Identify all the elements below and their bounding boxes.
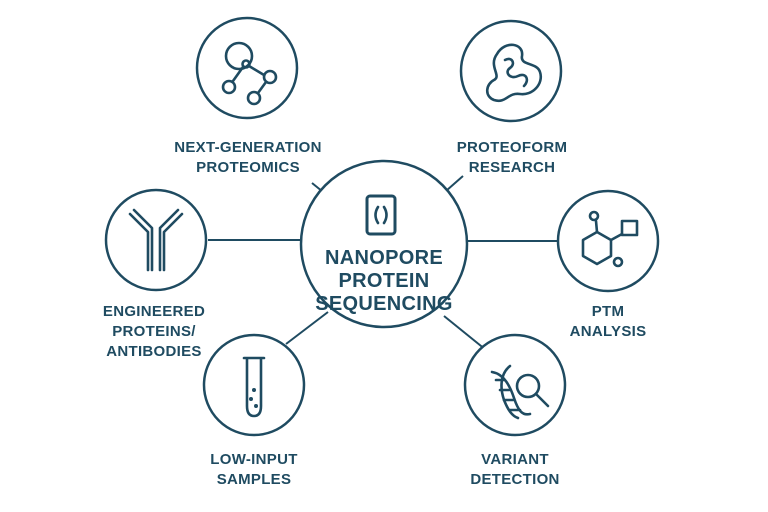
connector-low-input [285,311,329,345]
label-engineered-line-3: ANTIBODIES [106,343,202,360]
nanopore-chip-icon [365,194,397,236]
test-tube-icon [242,356,266,418]
node-ptm-analysis: PTM ANALYSIS [556,189,660,340]
protein-fold-icon [485,43,543,103]
node-low-input-samples: LOW-INPUT SAMPLES [202,333,306,488]
node-proteoform-research: PROTEOFORM RESEARCH [457,19,568,176]
connectors [208,175,560,351]
antibody-icon [128,208,184,272]
connector-variant [443,315,487,351]
label-variant-line-2: DETECTION [470,471,559,488]
center-title-line-1: NANOPORE [325,247,443,269]
node-next-gen-proteomics: NEXT-GENERATION PROTEOMICS [174,16,322,176]
label-next-gen-line-2: PROTEOMICS [196,159,300,176]
label-next-gen-line-1: NEXT-GENERATION [174,139,322,156]
node-engineered-proteins: ENGINEERED PROTEINS/ ANTIBODIES [103,188,208,360]
dna-magnifier-icon [490,364,550,420]
center-title-line-2: PROTEIN [339,270,430,292]
label-ptm-line-1: PTM [592,303,625,320]
label-engineered-line-2: PROTEINS/ [112,323,196,340]
label-ptm-line-2: ANALYSIS [570,323,647,340]
center-title-line-3: SEQUENCING [315,293,452,315]
label-variant-line-1: VARIANT [481,451,549,468]
center-hub: NANOPORE PROTEIN SEQUENCING [299,159,469,329]
label-low-input-line-1: LOW-INPUT [210,451,297,468]
node-variant-detection: VARIANT DETECTION [463,333,567,488]
label-engineered-line-1: ENGINEERED [103,303,205,320]
chemical-structure-icon [581,210,639,268]
label-proteoform-line-2: RESEARCH [469,159,556,176]
label-proteoform-line-1: PROTEOFORM [457,139,568,156]
label-low-input-line-2: SAMPLES [217,471,292,488]
molecule-network-icon [221,41,278,106]
